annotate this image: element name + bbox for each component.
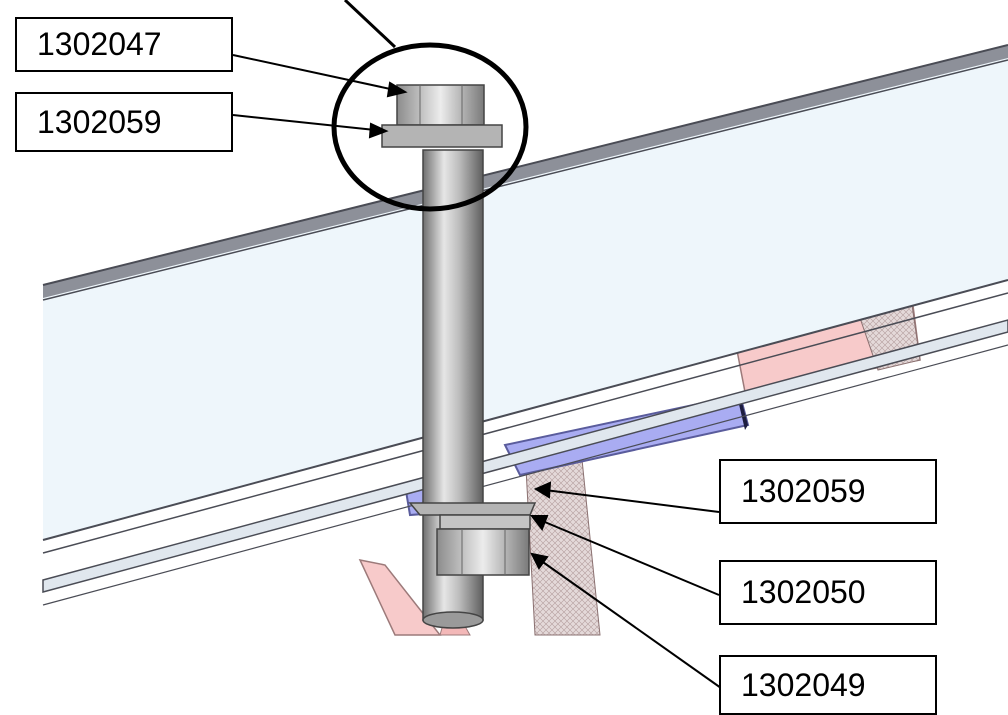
leader-1302049: [539, 559, 722, 689]
callout-label: 1302049: [741, 666, 866, 703]
callout-label: 1302047: [37, 26, 162, 62]
detail-circle: [331, 42, 529, 212]
bottom-washer: [408, 502, 537, 516]
leader-1302059-bottom: [544, 489, 720, 513]
bottom-nut-thin: [439, 514, 531, 530]
callout-1302059-top: 1302059: [15, 92, 233, 152]
callout-label: 1302050: [741, 574, 866, 610]
detail-leader-line: [343, 0, 397, 49]
callout-label: 1302059: [37, 103, 162, 140]
channel-beam: [42, 44, 1008, 606]
callout-1302049: 1302049: [719, 655, 937, 715]
leader-1302050: [539, 519, 720, 596]
callout-1302047: 1302047: [15, 17, 233, 72]
leader-1302059-top: [232, 114, 376, 131]
callout-1302059-bottom: 1302059: [719, 459, 937, 524]
arrowhead-1302059-bottom: [533, 481, 552, 499]
callout-label: 1302059: [741, 473, 866, 509]
callout-1302050: 1302050: [719, 560, 937, 625]
arrowhead-1302059-top: [368, 122, 389, 139]
leader-lines: [232, 54, 722, 689]
arrowhead-1302050: [529, 515, 549, 532]
bottom-nut: [436, 528, 530, 576]
leader-1302047: [232, 54, 396, 91]
arrowhead-1302047: [386, 81, 408, 98]
arrowhead-1302049: [530, 552, 549, 570]
top-washer: [381, 124, 503, 148]
top-nut: [396, 84, 485, 126]
